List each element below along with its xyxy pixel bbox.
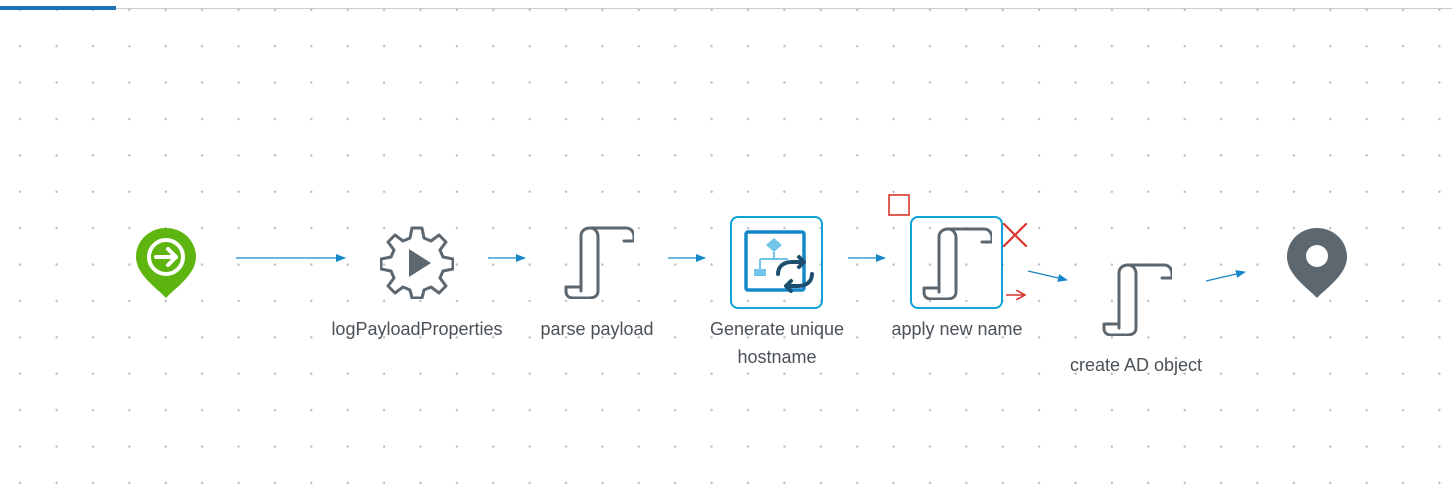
parse-payload-node[interactable] xyxy=(562,225,636,300)
generate-hostname-label-line2: hostname xyxy=(737,347,817,367)
script-scroll-icon xyxy=(922,227,992,300)
log-payload-node[interactable] xyxy=(379,225,455,300)
tab-bar-border xyxy=(0,8,1452,9)
start-arrow-icon xyxy=(136,228,196,298)
log-payload-label: logPayloadProperties xyxy=(331,319,503,339)
end-node[interactable] xyxy=(1286,226,1348,300)
apply-new-name-node[interactable] xyxy=(910,216,1003,309)
gear-play-icon xyxy=(379,226,455,300)
apply-new-name-label: apply new name xyxy=(891,319,1023,339)
create-ad-object-node[interactable] xyxy=(1100,262,1174,337)
link-create-to-end[interactable] xyxy=(1205,270,1246,282)
breakpoint-toggle-icon[interactable] xyxy=(888,194,910,216)
generate-hostname-label-line1: Generate unique xyxy=(709,319,845,339)
script-scroll-icon xyxy=(1102,263,1174,337)
end-pin-icon xyxy=(1287,228,1347,298)
delete-node-icon[interactable] xyxy=(1002,222,1028,248)
script-scroll-icon xyxy=(564,226,636,300)
active-tab-indicator xyxy=(0,6,116,10)
create-ad-object-label: create AD object xyxy=(1069,355,1203,375)
workflow-loop-icon xyxy=(744,230,814,293)
start-node[interactable] xyxy=(135,226,197,300)
link-apply-to-create[interactable] xyxy=(1027,270,1068,282)
generate-hostname-node[interactable] xyxy=(730,216,823,309)
parse-payload-label: parse payload xyxy=(540,319,654,339)
